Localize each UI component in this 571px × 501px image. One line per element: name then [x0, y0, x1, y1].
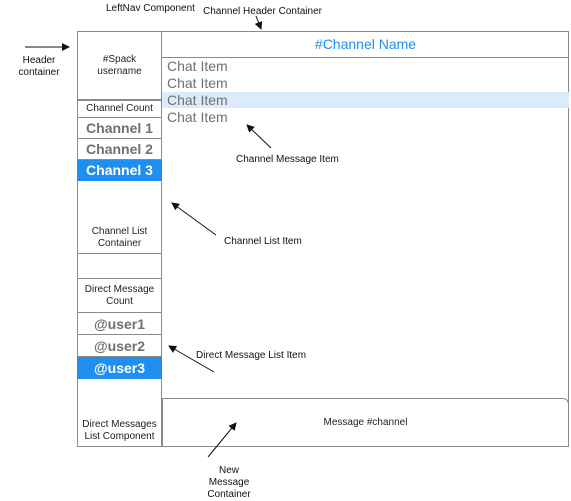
header-container: #Spack username	[77, 31, 162, 100]
direct-message-list-item-1[interactable]: @user1	[77, 313, 162, 335]
chat-item[interactable]: Chat Item	[167, 92, 228, 108]
direct-message-list-item-3[interactable]: @user3	[77, 357, 162, 379]
arrow-channel-header	[254, 15, 263, 30]
arrow-direct-message-item	[168, 345, 215, 373]
direct-message-count: Direct Message Count	[77, 279, 162, 313]
arrow-channel-list-item	[171, 202, 217, 236]
arrow-channel-message-item	[246, 124, 272, 149]
chat-item[interactable]: Chat Item	[167, 58, 228, 74]
chat-item[interactable]: Chat Item	[167, 75, 228, 91]
direct-messages-list-component: Direct Messages List Component	[77, 379, 162, 447]
leftnav-gap	[77, 254, 162, 279]
arrow-new-message	[207, 422, 237, 458]
channel-list-item-2[interactable]: Channel 2	[77, 139, 162, 160]
direct-message-list-item-label: Direct Message List Item	[196, 350, 307, 361]
direct-message-list-item-2[interactable]: @user2	[77, 335, 162, 357]
channel-message-item-label: Channel Message Item	[236, 154, 339, 165]
channel-header-container-label: Channel Header Container	[203, 6, 322, 17]
leftnav-component-label: LeftNav Component	[106, 3, 195, 14]
channel-list-item-3[interactable]: Channel 3	[77, 160, 162, 181]
new-message-container-label: New Message Container	[207, 465, 251, 500]
channel-list-item-1[interactable]: Channel 1	[77, 118, 162, 139]
channel-list-item-label: Channel List Item	[224, 236, 302, 247]
channel-header: #Channel Name	[162, 31, 569, 58]
leftnav-component: #Spack username Channel Count Channel 1 …	[77, 31, 162, 447]
channel-list-container: Channel List Container	[77, 181, 162, 254]
chat-item-highlight	[162, 92, 569, 108]
channel-count: Channel Count	[77, 100, 162, 118]
header-container-label: Header container	[18, 55, 60, 78]
chat-item[interactable]: Chat Item	[167, 109, 228, 125]
